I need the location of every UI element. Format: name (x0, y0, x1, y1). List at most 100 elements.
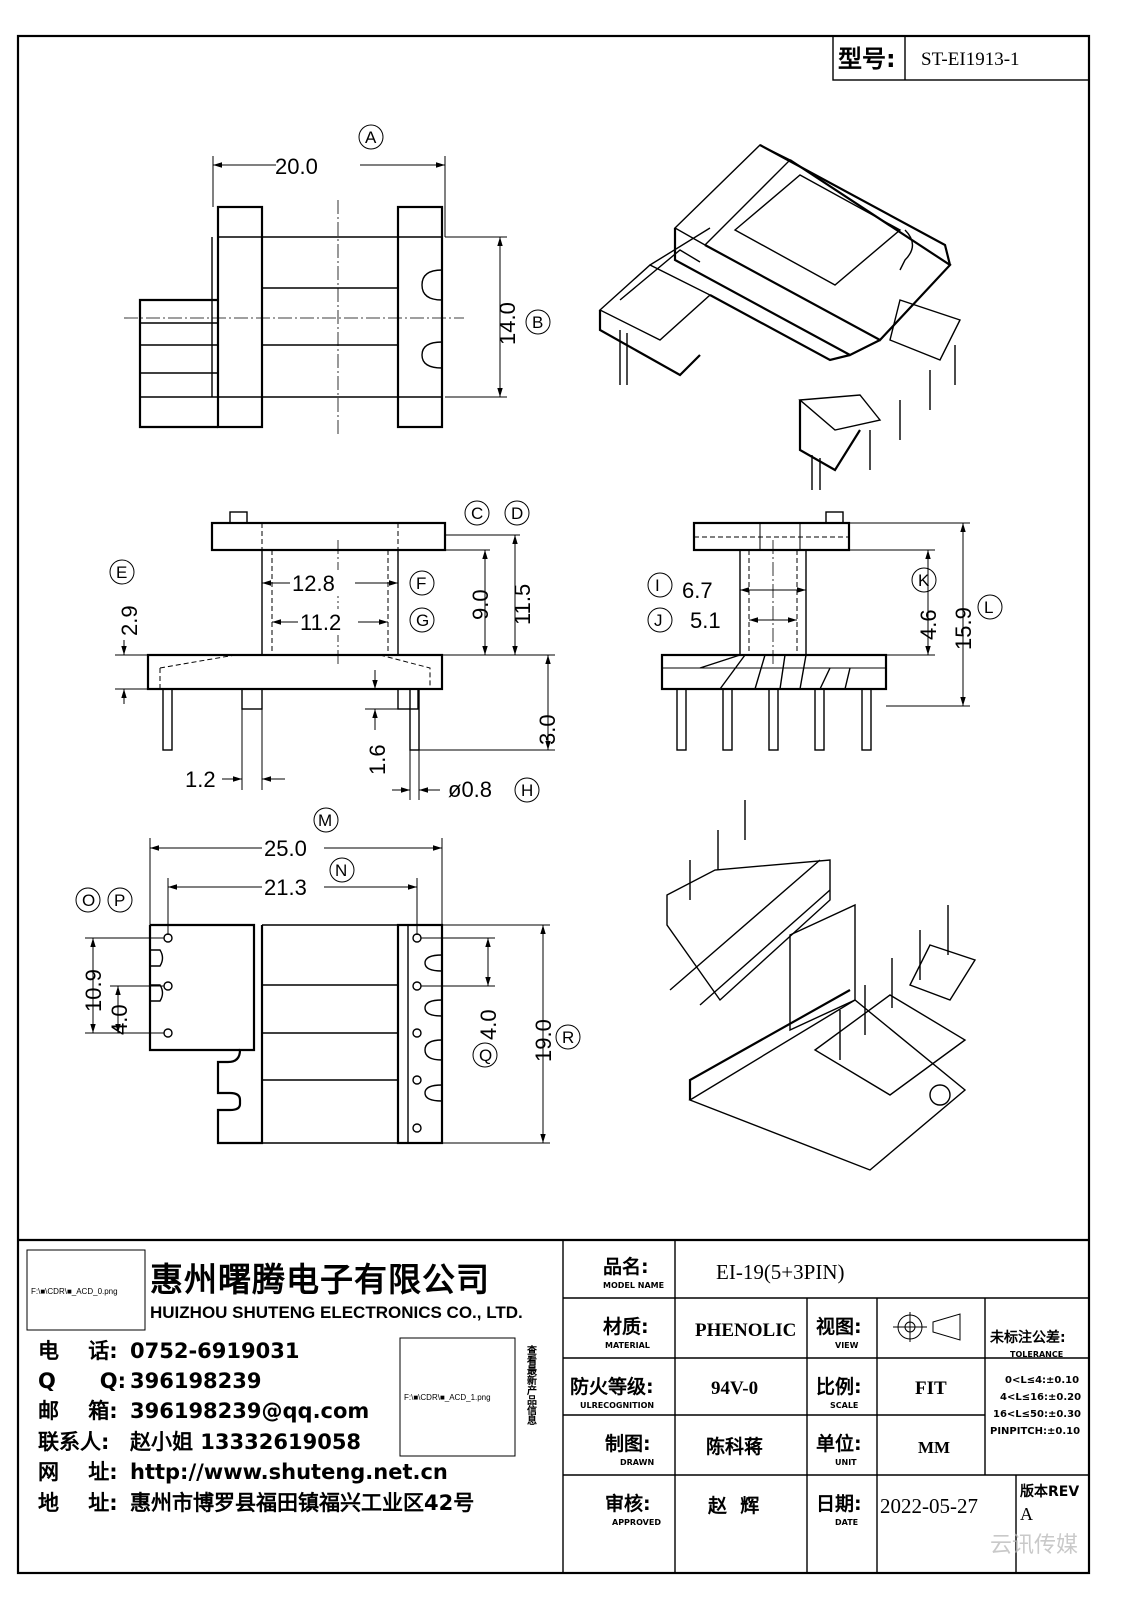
rev-value: A (1020, 1504, 1033, 1524)
flame-label: 防火等级: (570, 1375, 654, 1398)
dim-A-letter: A (365, 128, 377, 147)
dim-F-letter: F (416, 574, 426, 593)
material-value: PHENOLIC (695, 1320, 796, 1341)
contact-label-web: 网 址: (38, 1460, 118, 1484)
side-view: 6.7 I 5.1 J 4.6 K 15.9 L (647, 511, 1003, 751)
dim-Q-letter: Q (479, 1046, 492, 1065)
logo-placeholder-text: F:\■\CDR\■_ACD_0.png (31, 1287, 118, 1296)
isometric-view-top (598, 144, 961, 490)
dim-H-value: ø0.8 (448, 777, 492, 802)
dim-O-value: 10.9 (81, 969, 106, 1012)
dim-wall: 1.2 (185, 767, 216, 792)
isometric-view-bottom (666, 800, 977, 1171)
qr-placeholder-text: F:\■\CDR\■_ACD_1.png (404, 1393, 491, 1402)
tolerance-line-3: 16<L≤50:±0.30 (993, 1409, 1081, 1420)
dim-I-letter: I (655, 576, 660, 595)
contact-label-qq: Q Q: (38, 1369, 126, 1393)
contact-value-email[interactable]: 396198239@qq.com (130, 1399, 369, 1423)
contact-value-qq: 396198239 (130, 1369, 262, 1393)
company-name-cn: 惠州曙腾电子有限公司 (150, 1260, 490, 1299)
title-block: F:\■\CDR\■_ACD_0.png 惠州曙腾电子有限公司 HUIZHOU … (18, 1238, 1089, 1573)
dim-P-value: 4.0 (107, 1004, 132, 1035)
contact-value-address: 惠州市博罗县福田镇福兴工业区42号 (130, 1491, 474, 1515)
third-angle-projection-icon (893, 1312, 961, 1342)
dim-pin-gap: 1.6 (365, 744, 390, 775)
date-sub: DATE (835, 1518, 858, 1527)
drawn-sub: DRAWN (620, 1458, 654, 1467)
flame-sub: ULRECOGNITION (580, 1401, 654, 1410)
tolerance-label: 未标注公差: (990, 1329, 1066, 1346)
dim-CD-value-1: 9.0 (468, 589, 493, 620)
model-name-sub: MODEL NAME (603, 1281, 664, 1290)
view-sub: VIEW (835, 1341, 859, 1350)
company-name-en: HUIZHOU SHUTENG ELECTRONICS CO., LTD. (150, 1303, 523, 1322)
dim-N-value: 21.3 (264, 875, 307, 900)
rev-label: 版本REV (1020, 1483, 1079, 1500)
view-label: 视图: (816, 1315, 862, 1338)
top-view: 20.0 A 14.0 B (124, 124, 551, 435)
dim-L-value: 15.9 (951, 607, 976, 650)
drawn-value: 陈科蒋 (706, 1435, 763, 1458)
unit-value: MM (918, 1438, 950, 1457)
model-header: 型号: ST-EI1913-1 (832, 35, 1090, 81)
approved-sub: APPROVED (612, 1518, 661, 1527)
scale-sub: SCALE (830, 1401, 858, 1410)
dim-L-letter: L (984, 598, 993, 617)
contact-list: 电 话: 0752-6919031 Q Q: 396198239 邮 箱: 39… (38, 1339, 474, 1515)
dim-G-value: 11.2 (300, 610, 341, 635)
tolerance-line-2: 4<L≤16:±0.20 (1000, 1392, 1081, 1403)
watermark: 云讯传媒 (990, 1533, 1078, 1558)
date-value: 2022-05-27 (880, 1494, 978, 1518)
tolerance-line-4: PINPITCH:±0.10 (990, 1426, 1080, 1437)
dim-P-letter: P (114, 891, 125, 910)
dim-CD-value-2: 11.5 (510, 584, 535, 625)
model-name-value: EI-19(5+3PIN) (716, 1260, 844, 1284)
contact-label-address: 地 址: (38, 1491, 118, 1515)
dim-M-value: 25.0 (264, 836, 307, 861)
sheet-border (16, 34, 1091, 1575)
dim-O-letter: O (82, 891, 95, 910)
drawn-label: 制图: (605, 1432, 651, 1455)
contact-value-phone: 0752-6919031 (130, 1339, 299, 1363)
tolerance-line-1: 0<L≤4:±0.10 (1005, 1375, 1079, 1386)
dim-B-value: 14.0 (495, 302, 520, 345)
dim-N-letter: N (335, 861, 347, 880)
dim-G-letter: G (416, 611, 429, 630)
dim-F-value: 12.8 (292, 571, 335, 596)
qr-caption: 查看最新产品信息 (525, 1344, 538, 1425)
dim-K-letter: K (918, 571, 930, 590)
dim-R-value: 19.0 (531, 1019, 556, 1062)
qr-code[interactable] (399, 1337, 516, 1457)
contact-label-phone: 电 话: (38, 1339, 118, 1363)
model-number: ST-EI1913-1 (921, 49, 1020, 70)
unit-sub: UNIT (835, 1458, 857, 1467)
scale-value: FIT (915, 1378, 947, 1399)
dim-I-value: 6.7 (682, 578, 713, 603)
dim-J-letter: J (654, 611, 663, 630)
approved-value: 赵 辉 (707, 1494, 759, 1517)
dim-R-letter: R (562, 1028, 574, 1047)
flame-value: 94V-0 (711, 1378, 758, 1399)
company-logo (26, 1249, 146, 1331)
dim-Q-value: 4.0 (476, 1009, 501, 1040)
scale-label: 比例: (816, 1375, 862, 1398)
tolerance-sub: TOLERANCE (1010, 1350, 1063, 1359)
contact-value-web[interactable]: http://www.shuteng.net.cn (130, 1460, 448, 1484)
material-sub: MATERIAL (605, 1341, 650, 1350)
dim-pin-length: 3.0 (535, 714, 560, 745)
contact-label-person: 联系人: (38, 1430, 109, 1454)
dim-M-letter: M (318, 811, 332, 830)
dim-A-value: 20.0 (275, 154, 318, 179)
dim-B-letter: B (532, 313, 543, 332)
dim-K-value: 4.6 (916, 609, 941, 640)
front-view: C D 9.0 11.5 12.8 F 11.2 G E 2.9 3.0 (109, 500, 560, 803)
dim-D-letter: D (511, 504, 523, 523)
material-label: 材质: (603, 1315, 649, 1338)
approved-label: 审核: (605, 1492, 651, 1515)
dim-H-letter: H (521, 781, 533, 800)
bottom-view: 25.0 M 21.3 N O P 10.9 4.0 4.0 Q 19.0 (75, 807, 581, 1145)
dim-J-value: 5.1 (690, 608, 721, 633)
model-name-label: 品名: (603, 1255, 649, 1278)
contact-value-person: 赵小姐 13332619058 (129, 1430, 361, 1454)
